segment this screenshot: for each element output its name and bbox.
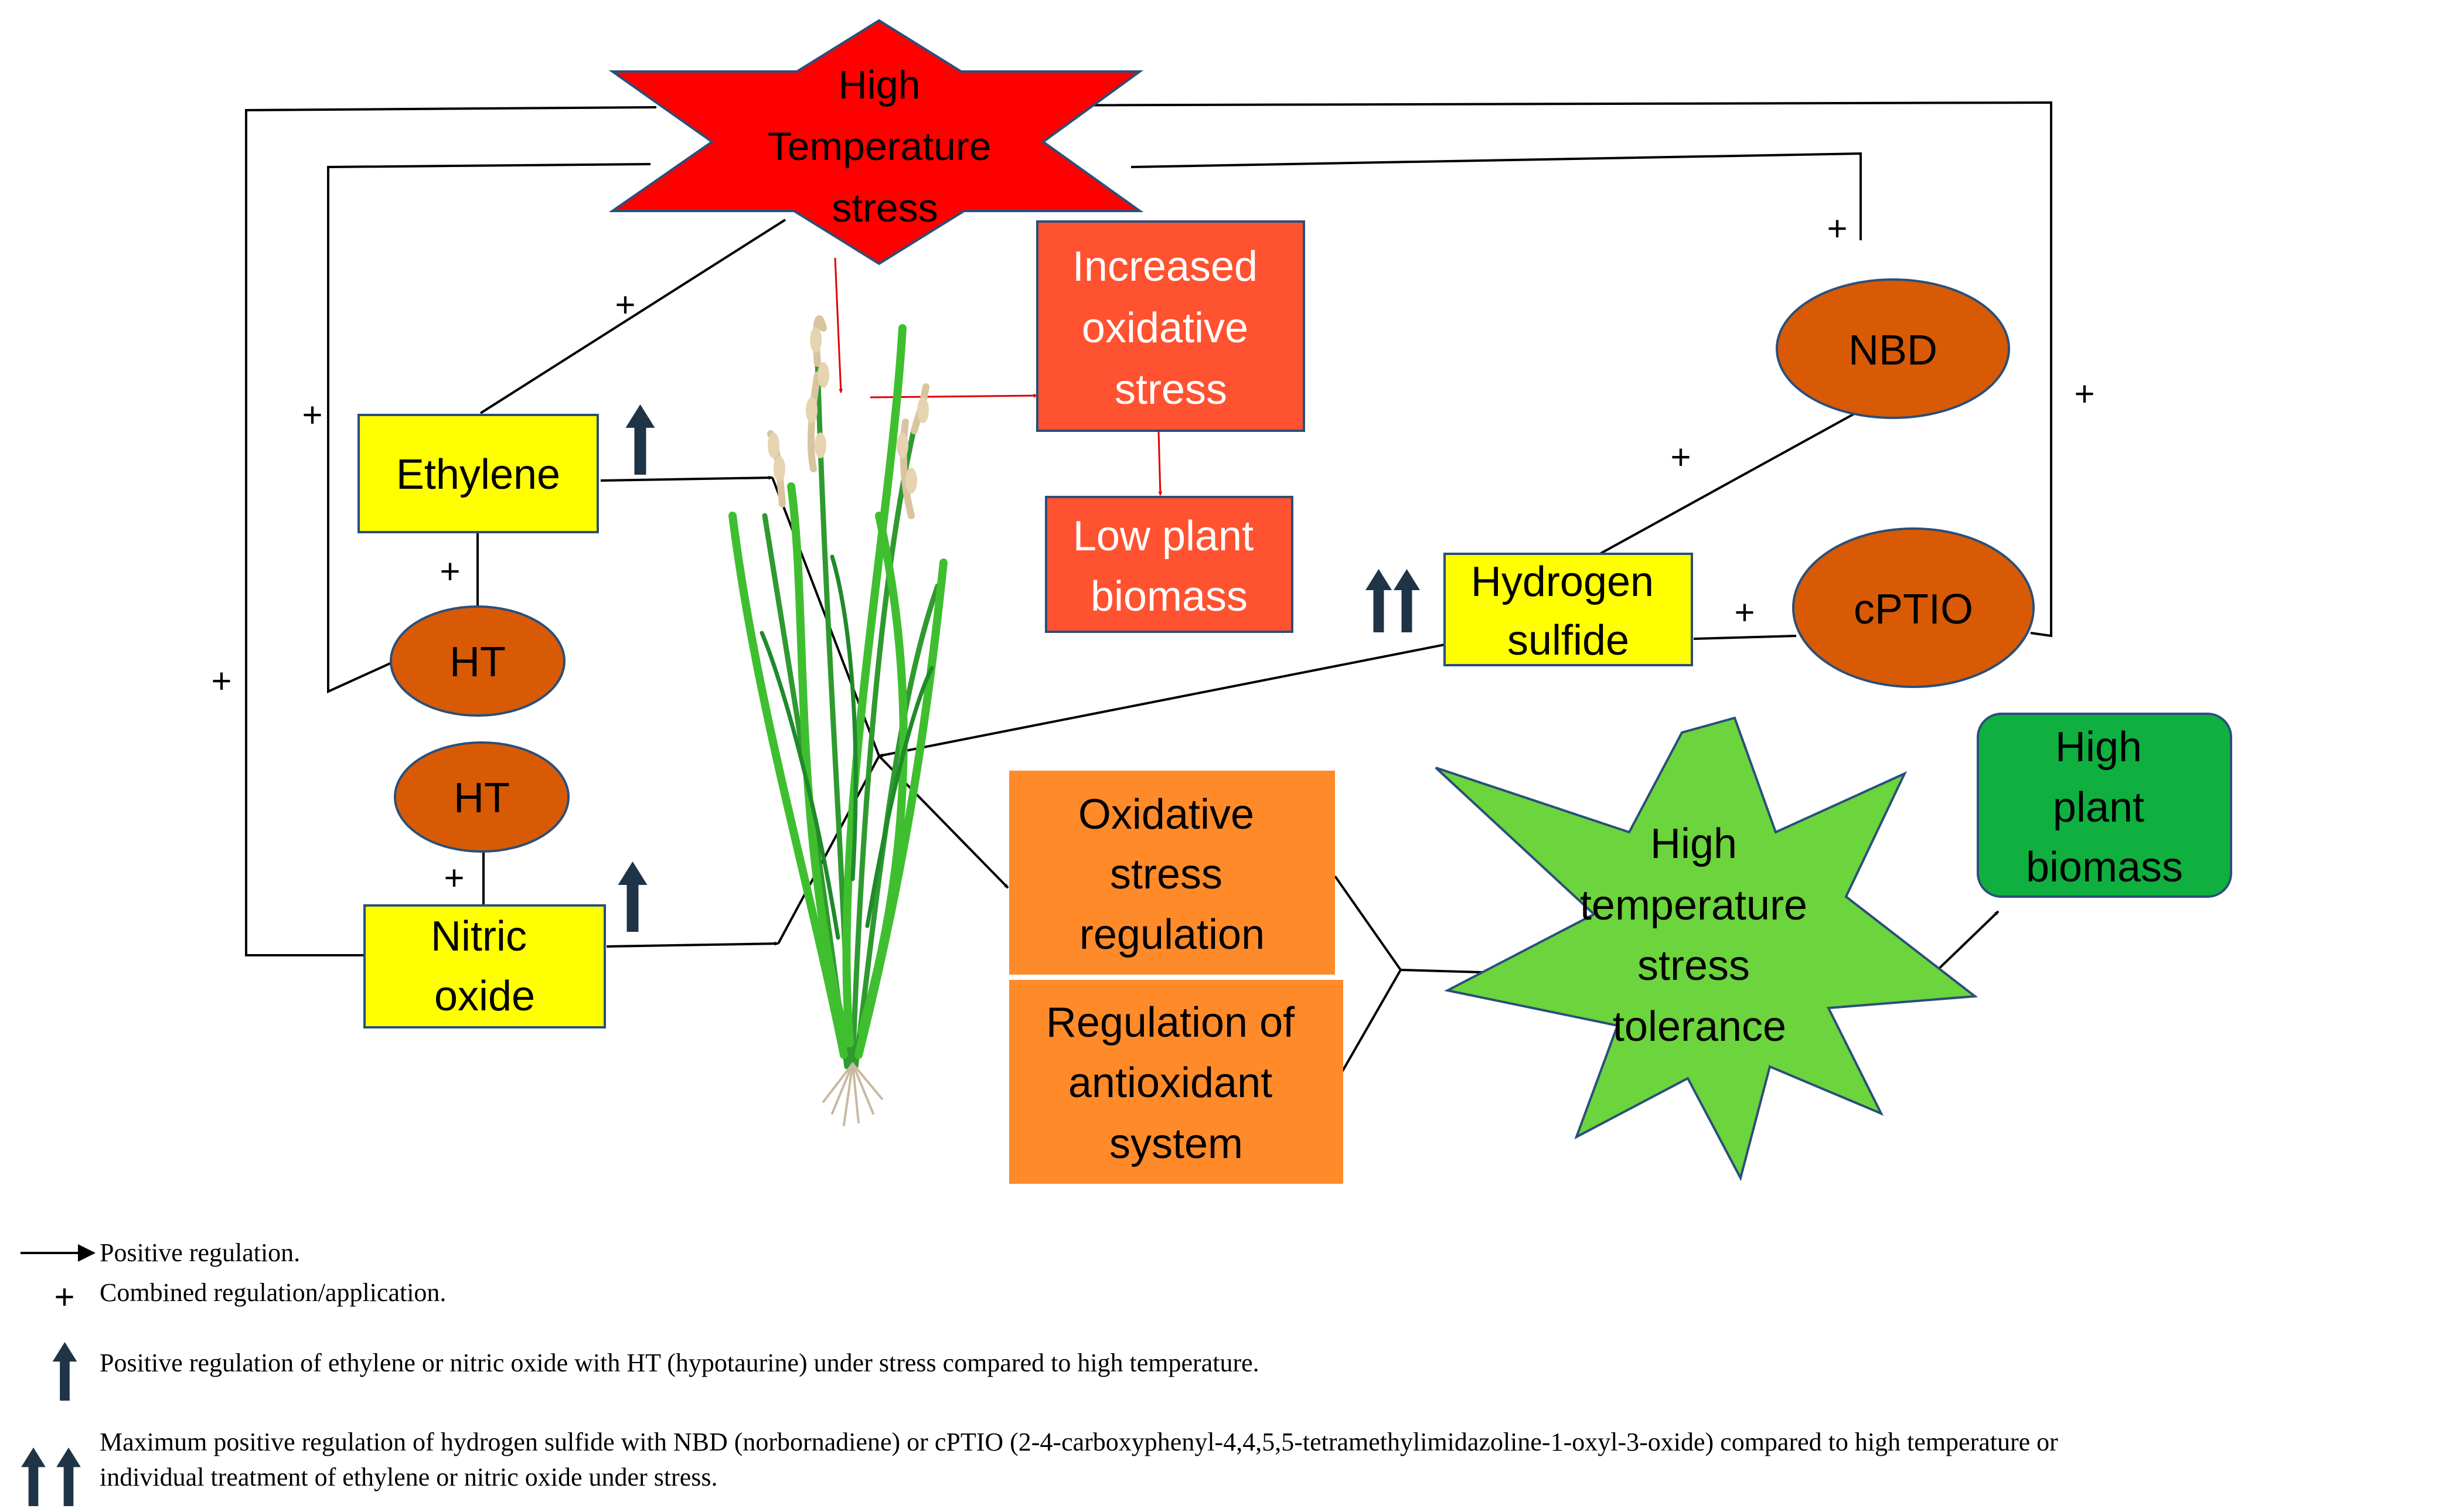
hydrogen-sulfide-node: Hydrogen sulfide	[1443, 553, 1693, 666]
plus-signs: + + + + + + + + +	[211, 209, 2094, 898]
ht-node-bottom: HT	[394, 741, 570, 853]
double-up-arrow-icon	[1365, 569, 1392, 632]
rice-plant-illustration	[728, 315, 948, 1126]
svg-text:+: +	[444, 859, 464, 898]
svg-text:HT: HT	[449, 639, 506, 686]
legend-positive: Positive regulation.	[100, 1238, 300, 1267]
svg-text:cPTIO: cPTIO	[1854, 586, 1973, 633]
legend-double-arrow-line-1: Maximum positive regulation of hydrogen …	[100, 1428, 2058, 1456]
svg-text:NBD: NBD	[1848, 327, 1937, 374]
svg-text:+: +	[302, 396, 322, 435]
legend-plus-icon: +	[54, 1278, 74, 1317]
increased-oxidative-stress-node: Increased oxidative stress	[1036, 220, 1305, 432]
nitric-oxide-node: Nitric oxide	[363, 904, 606, 1029]
stress-tolerance-node: High temperature stress tolerance	[1435, 716, 1978, 1181]
legend-double-arrow-line-2: individual treatment of ethylene or nitr…	[100, 1463, 717, 1491]
svg-text:Low plant biomass: Low plant biomass	[1073, 513, 1265, 620]
up-arrow-icon	[618, 861, 648, 932]
stress-line-2: Temperature	[768, 124, 992, 169]
legend-double-up-arrow-icon	[56, 1448, 81, 1506]
high-plant-biomass-node: High plant biomass	[1977, 713, 2232, 898]
svg-text:Regulation of antioxidan: Regulation of antioxidant system	[1046, 999, 1306, 1167]
svg-text:Nitric oxide: Nitric oxide	[431, 913, 539, 1020]
high-temperature-stress-node: High Temperature stress	[608, 19, 1144, 265]
legend-up-arrow-icon	[52, 1342, 77, 1401]
svg-text:Ethylene: Ethylene	[396, 451, 560, 498]
ht-node-top: HT	[390, 605, 566, 717]
svg-text:High Temperature s: High Temperature stress	[768, 63, 1003, 230]
stress-line-1: High	[839, 63, 921, 107]
svg-text:+: +	[1827, 209, 1847, 248]
svg-text:Increased oxidative: Increased oxidative stress	[1072, 243, 1269, 413]
svg-text:High temperature s: High temperature stress tolerance	[1580, 820, 1819, 1050]
svg-text:+: +	[615, 285, 635, 325]
oxidative-stress-regulation-node: Oxidative stress regulation	[1009, 771, 1335, 975]
double-up-arrow-icon	[1394, 569, 1420, 632]
svg-text:Oxidative stress r: Oxidative stress regulation	[1078, 791, 1266, 958]
legend: Positive regulation. + Combined regulati…	[21, 1238, 2058, 1506]
ethylene-node: Ethylene	[357, 414, 599, 533]
svg-text:Hydrogen sulfide: Hydrogen sulfide	[1471, 559, 1666, 664]
svg-text:+: +	[1670, 438, 1691, 477]
svg-text:High plant biomass: High plant biomass	[2026, 724, 2183, 891]
legend-double-up-arrow-icon	[21, 1448, 46, 1506]
up-arrow-icon	[625, 404, 655, 475]
legend-combined: Combined regulation/application.	[100, 1278, 446, 1307]
connectors	[245, 101, 2052, 1085]
nbd-node: NBD	[1776, 278, 2010, 419]
legend-single-arrow: Positive regulation of ethylene or nitri…	[100, 1348, 1259, 1377]
svg-text:+: +	[1734, 593, 1755, 632]
stress-line-3: stress	[832, 186, 938, 230]
svg-text:HT: HT	[454, 775, 510, 822]
cptio-node: cPTIO	[1792, 527, 2035, 688]
low-plant-biomass-node: Low plant biomass	[1045, 496, 1293, 633]
svg-text:+: +	[2074, 374, 2094, 414]
svg-text:+: +	[211, 662, 231, 701]
svg-text:+: +	[440, 552, 460, 591]
antioxidant-system-node: Regulation of antioxidant system	[1009, 980, 1343, 1184]
